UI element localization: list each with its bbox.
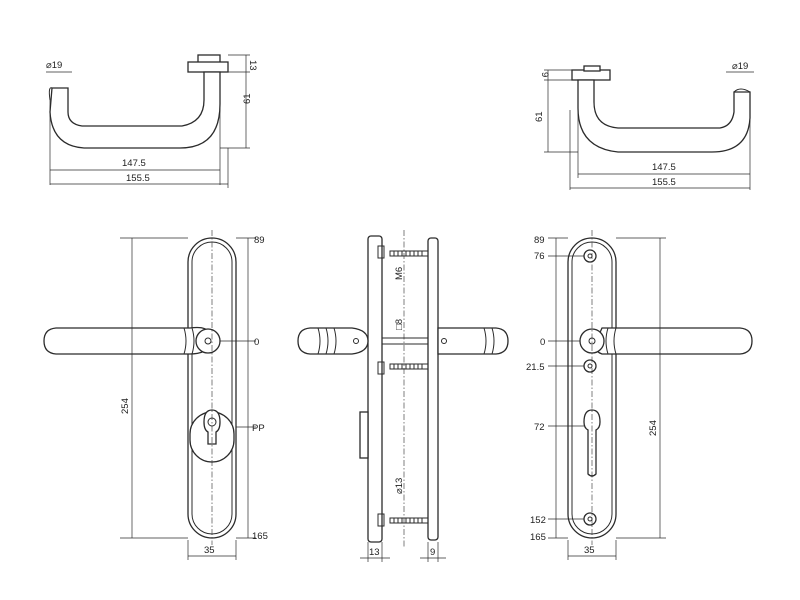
dim-165: 165 bbox=[530, 532, 546, 543]
dim-13: 13 bbox=[247, 60, 258, 71]
lever-left bbox=[297, 327, 369, 355]
rose bbox=[195, 328, 221, 354]
dim-pp: PP bbox=[252, 423, 265, 434]
dim-21-5: 21.5 bbox=[526, 362, 545, 373]
dim-89: 89 bbox=[534, 235, 545, 246]
dim-72: 72 bbox=[534, 422, 545, 433]
dim-35: 35 bbox=[204, 545, 215, 556]
dim-155-5: 155.5 bbox=[126, 173, 150, 184]
dim-254: 254 bbox=[120, 398, 131, 414]
bolt-top bbox=[389, 250, 429, 257]
dim-147-5: 147.5 bbox=[652, 162, 676, 173]
lever bbox=[43, 326, 213, 355]
handle-top-view-left: ⌀19 13 61 147.5 155.5 bbox=[46, 54, 258, 188]
dim-61: 61 bbox=[534, 111, 545, 122]
inner-plate bbox=[427, 237, 439, 541]
dim-61: 61 bbox=[242, 93, 253, 104]
cylinder-body bbox=[359, 411, 369, 459]
dim-152: 152 bbox=[530, 515, 546, 526]
dim-76: 76 bbox=[534, 251, 545, 262]
dim-147-5: 147.5 bbox=[122, 158, 146, 169]
dim-165: 165 bbox=[252, 531, 268, 542]
dim-square-8: □8 bbox=[394, 319, 405, 330]
dim-155-5: 155.5 bbox=[652, 177, 676, 188]
bolt-mid bbox=[389, 363, 429, 370]
dim-dia-13: ⌀13 bbox=[394, 478, 405, 494]
dim-9: 9 bbox=[539, 72, 550, 77]
front-view: 89 0 PP 165 254 35 bbox=[43, 230, 268, 560]
screw-hole-mid bbox=[583, 359, 597, 373]
bolt-bottom bbox=[389, 517, 429, 524]
screw-hole-top bbox=[583, 249, 597, 263]
lever-right bbox=[437, 327, 509, 355]
dim-9: 9 bbox=[430, 547, 435, 558]
handle-top-view-right: ⌀19 9 61 147.5 155.5 bbox=[534, 61, 754, 190]
dim-0: 0 bbox=[254, 337, 259, 348]
rosette bbox=[187, 61, 229, 73]
side-view: M6 □8 ⌀13 13 9 bbox=[297, 230, 509, 562]
spindle bbox=[381, 337, 429, 345]
dim-13: 13 bbox=[369, 547, 380, 558]
lever-handle bbox=[577, 79, 751, 153]
dim-89: 89 bbox=[254, 235, 265, 246]
dim-0: 0 bbox=[540, 337, 545, 348]
spindle-cap bbox=[583, 65, 601, 72]
dim-dia-19: ⌀19 bbox=[732, 61, 748, 72]
back-view: 89 76 0 21.5 72 152 165 254 35 bbox=[526, 230, 753, 560]
dim-m6: M6 bbox=[394, 267, 405, 280]
lever-handle bbox=[49, 71, 221, 149]
dim-dia-19: ⌀19 bbox=[46, 60, 62, 71]
dim-254: 254 bbox=[648, 420, 659, 436]
screw-hole-bottom bbox=[583, 512, 597, 526]
lever bbox=[593, 327, 753, 355]
dim-35: 35 bbox=[584, 545, 595, 556]
outer-plate bbox=[367, 235, 383, 543]
